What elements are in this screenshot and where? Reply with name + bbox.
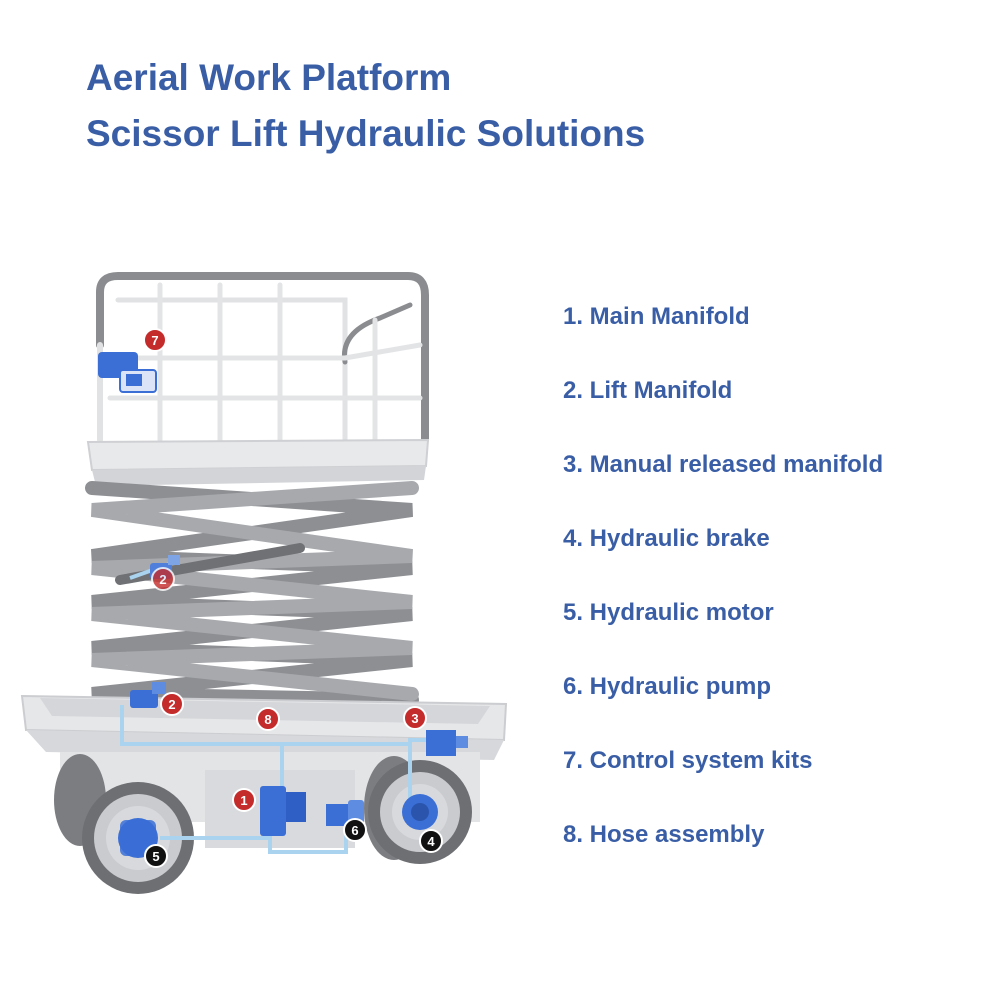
- marker-4: 4: [419, 829, 443, 853]
- hydraulic-brake: [402, 794, 438, 830]
- legend-item-main-manifold: 1. Main Manifold: [563, 303, 750, 330]
- svg-text:7: 7: [151, 333, 158, 348]
- platform-deck: [86, 438, 430, 486]
- marker-8: 8: [256, 707, 280, 731]
- legend-item-manual-released-manifold: 3. Manual released manifold: [563, 451, 884, 478]
- svg-text:2: 2: [168, 697, 175, 712]
- marker-2-upper: 2: [151, 567, 175, 591]
- title-line-2: Scissor Lift Hydraulic Solutions: [86, 113, 646, 154]
- svg-text:5: 5: [152, 849, 159, 864]
- legend-item-hydraulic-brake: 4. Hydraulic brake: [563, 525, 770, 552]
- platform-railing: [96, 272, 429, 444]
- main-manifold: [260, 786, 306, 836]
- marker-1: 1: [232, 788, 256, 812]
- title-line-1: Aerial Work Platform: [86, 57, 452, 98]
- marker-7: 7: [143, 328, 167, 352]
- svg-text:8: 8: [264, 712, 271, 727]
- marker-3: 3: [403, 706, 427, 730]
- legend-item-lift-manifold: 2. Lift Manifold: [563, 377, 733, 404]
- marker-6: 6: [343, 818, 367, 842]
- svg-text:3: 3: [411, 711, 418, 726]
- page-title: Aerial Work Platform Scissor Lift Hydrau…: [86, 50, 645, 162]
- legend-item-control-system-kits: 7. Control system kits: [563, 747, 813, 774]
- marker-2-lower: 2: [160, 692, 184, 716]
- legend-item-hydraulic-motor: 5. Hydraulic motor: [563, 599, 774, 626]
- svg-text:6: 6: [351, 823, 358, 838]
- svg-text:4: 4: [427, 834, 435, 849]
- legend-item-hydraulic-pump: 6. Hydraulic pump: [563, 673, 772, 700]
- scissor-arms: [85, 481, 419, 707]
- svg-text:2: 2: [159, 572, 166, 587]
- manual-released-manifold: [426, 730, 468, 756]
- control-system-kit: [98, 352, 157, 393]
- lift-manifold-lower: [130, 682, 166, 708]
- marker-5: 5: [144, 844, 168, 868]
- component-legend: 1. Main Manifold 2. Lift Manifold 3. Man…: [563, 297, 883, 889]
- legend-item-hose-assembly: 8. Hose assembly: [563, 821, 765, 848]
- svg-text:1: 1: [240, 793, 247, 808]
